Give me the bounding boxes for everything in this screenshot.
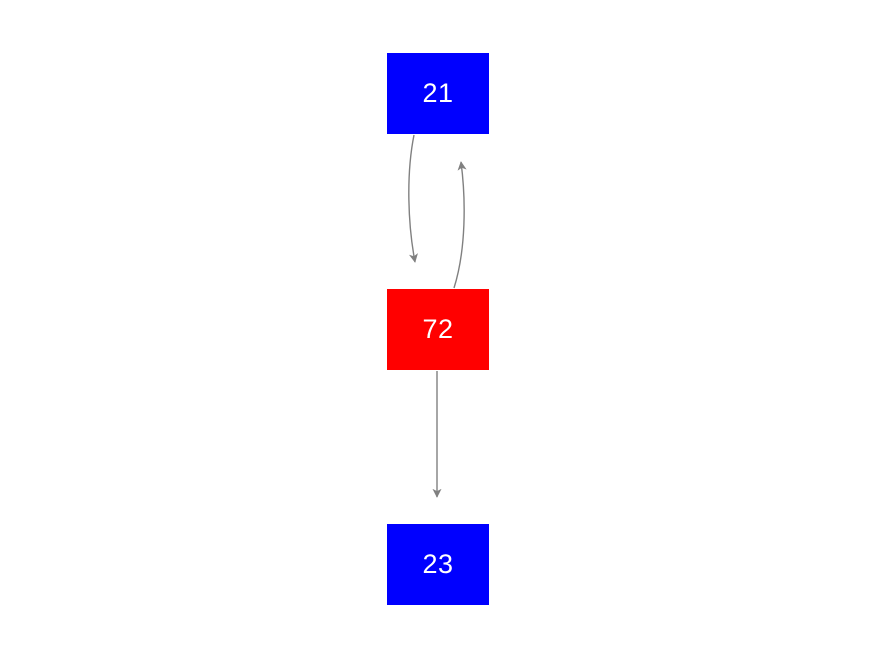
graph-node-23-label: 23 bbox=[422, 549, 454, 579]
graph-node-23[interactable]: 23 bbox=[387, 524, 489, 605]
edge-72-to-21 bbox=[453, 161, 467, 289]
graph-node-72[interactable]: 72 bbox=[387, 289, 489, 370]
graph-node-21-label: 21 bbox=[422, 78, 454, 108]
edge-21-to-72 bbox=[408, 134, 418, 263]
graph-node-21[interactable]: 21 bbox=[387, 53, 489, 134]
graph-node-72-label: 72 bbox=[422, 314, 454, 344]
